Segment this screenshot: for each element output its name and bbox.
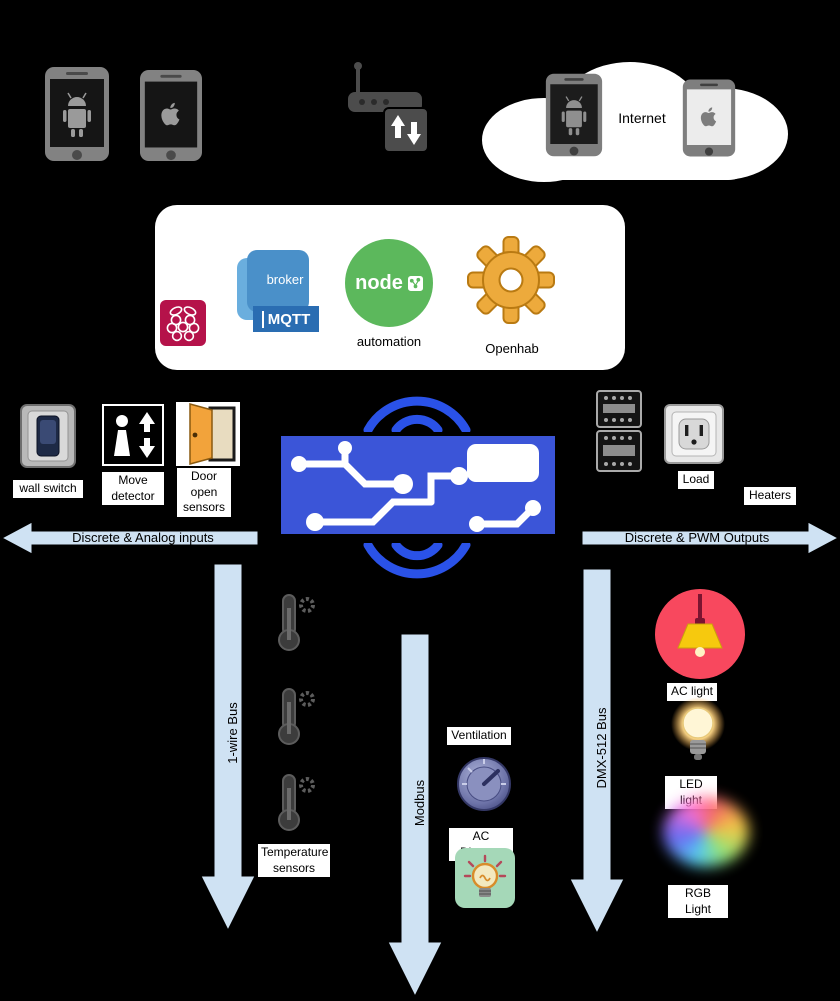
ac-light-label: AC light — [667, 683, 717, 701]
outputs-arrow-label: Discrete & PWM Outputs — [624, 530, 770, 545]
controller-pcb — [281, 436, 555, 539]
router-icon — [348, 60, 430, 157]
apple-phone-icon — [139, 69, 203, 167]
modbus-label: Modbus — [412, 779, 427, 827]
inputs-arrow-label: Discrete & Analog inputs — [72, 530, 214, 545]
wall-switch-label: wall switch — [13, 480, 83, 498]
door-sensors-label: Door open sensors — [177, 468, 231, 517]
raspberry-pi-logo-icon — [160, 300, 206, 351]
automation-label: automation — [356, 334, 422, 349]
ventilation-knob-icon — [456, 756, 512, 817]
node-red-icon: node — [345, 239, 433, 327]
wifi-signal-top-icon — [356, 392, 478, 437]
rgb-light-icon — [663, 797, 749, 867]
outputs-arrow — [580, 519, 840, 562]
android-phone-icon — [44, 66, 110, 167]
cloud-apple-phone-icon — [682, 74, 736, 167]
led-bulb-icon — [666, 696, 730, 781]
move-detector-label: Move detector — [102, 472, 164, 506]
inputs-arrow — [0, 519, 260, 562]
load-label: Load — [678, 471, 714, 489]
one-wire-bus-label: 1-wire Bus — [225, 702, 240, 764]
mqtt-broker-icon: broker MQTT — [237, 250, 321, 334]
thermometer-icon — [264, 686, 318, 751]
wifi-signal-bottom-icon — [356, 538, 478, 583]
thermometer-icon — [264, 592, 318, 657]
heaters-label: Heaters — [744, 487, 796, 505]
din-relay-icon — [596, 390, 642, 433]
mqtt-band: MQTT — [253, 306, 319, 332]
temperature-sensors-label: Temperature sensors — [258, 844, 330, 878]
openhab-gear-icon — [467, 236, 555, 329]
node-label: node — [355, 271, 403, 294]
rgb-light-label: RGB Light — [668, 885, 728, 919]
one-wire-bus-arrow — [200, 563, 256, 937]
broker-label: broker — [266, 272, 304, 287]
door-sensor-icon — [176, 402, 240, 471]
thermometer-icon — [264, 772, 318, 837]
internet-label: Internet — [618, 110, 666, 126]
dmx-bus-label: DMX-512 Bus — [594, 707, 609, 789]
ventilation-label: Ventilation — [447, 727, 511, 745]
power-outlet-icon — [664, 404, 724, 469]
ac-dimmer-icon — [455, 848, 515, 913]
node-mini-icon — [407, 275, 423, 291]
modbus-arrow — [387, 633, 443, 1001]
din-relay-icon — [596, 430, 642, 477]
dmx-bus-arrow — [569, 568, 625, 940]
mqtt-label: MQTT — [261, 310, 310, 328]
ac-light-icon — [654, 588, 746, 685]
wall-switch-icon — [20, 404, 76, 473]
move-detector-icon — [102, 404, 164, 471]
cloud-android-phone-icon — [545, 68, 603, 167]
openhab-label: Openhab — [485, 341, 539, 356]
